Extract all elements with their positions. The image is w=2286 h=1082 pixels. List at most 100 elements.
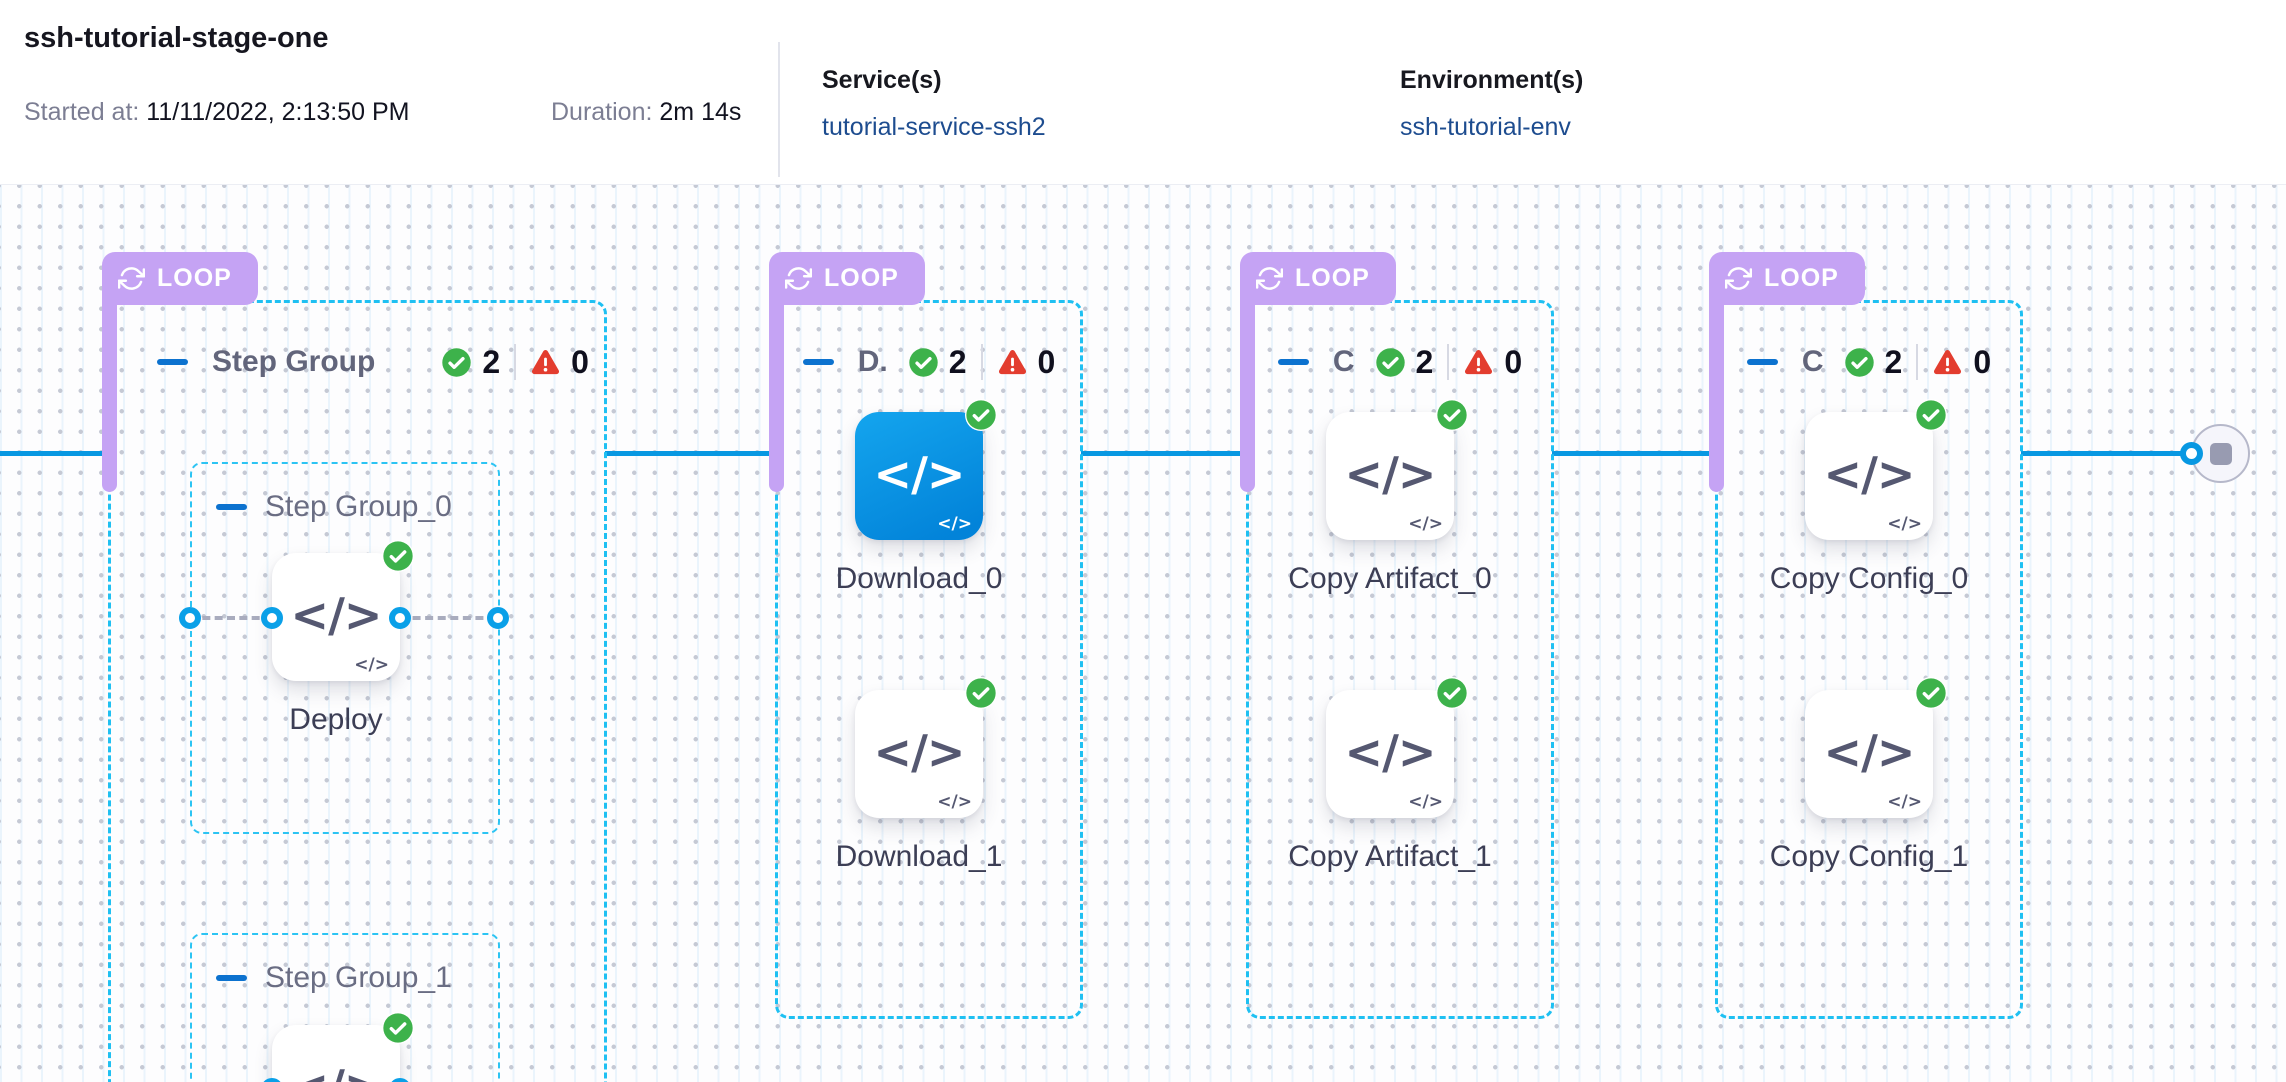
- service-link[interactable]: tutorial-service-ssh2: [822, 113, 1046, 141]
- fail-count: 0: [1037, 343, 1056, 380]
- code-mini-icon: </>: [1408, 792, 1443, 812]
- inner-group-label: Step Group_1: [265, 961, 452, 994]
- started-at: Started at: 11/11/2022, 2:13:50 PM: [24, 98, 409, 127]
- environments-label: Environment(s): [1400, 66, 1584, 94]
- started-at-label: Started at:: [24, 98, 147, 126]
- step-card-step-group-1-child[interactable]: </>: [272, 1012, 414, 1082]
- step-label-deploy: Deploy: [289, 703, 383, 736]
- services-block: Service(s) tutorial-service-ssh2: [822, 66, 1046, 142]
- group-label: Step Group: [212, 345, 376, 378]
- duration-label: Duration:: [551, 98, 660, 126]
- group-label: C: [1332, 345, 1355, 378]
- connector-dot[interactable]: [487, 607, 509, 629]
- loop-icon: [785, 265, 812, 292]
- code-mini-icon: </>: [1887, 514, 1922, 534]
- success-check-icon: [908, 347, 939, 378]
- step-card-deploy[interactable]: </> </>: [272, 540, 414, 681]
- loop-icon: [1256, 265, 1283, 292]
- execution-header: ssh-tutorial-stage-one Started at: 11/11…: [0, 0, 2286, 185]
- started-at-value: 11/11/2022, 2:13:50 PM: [146, 98, 410, 126]
- success-check-icon: [965, 399, 997, 431]
- header-divider: [778, 42, 780, 177]
- stop-square-icon: [2209, 442, 2232, 465]
- count-divider: [1916, 344, 1919, 380]
- status-counts: 2 0: [908, 343, 1056, 381]
- count-divider: [1447, 344, 1450, 380]
- pipeline-line-segment: [1081, 451, 1248, 456]
- code-mini-icon: </>: [937, 792, 972, 812]
- loop-icon: [118, 265, 145, 292]
- step-group-1-box[interactable]: Step Group_1: [190, 933, 500, 1082]
- code-icon: </>: [1344, 446, 1437, 501]
- connector-dot[interactable]: [179, 607, 201, 629]
- loop-badge-label: LOOP: [824, 264, 899, 292]
- loop-group-step-group[interactable]: LOOP Step Group 2 0: [102, 252, 607, 1082]
- success-check-icon: [965, 677, 997, 709]
- success-check-icon: [382, 1012, 414, 1044]
- code-mini-icon: </>: [1408, 514, 1443, 534]
- step-label-copy-config-1: Copy Config_1: [1769, 840, 1969, 873]
- status-counts: 2 0: [1844, 343, 1991, 381]
- step-label-copy-config-0: Copy Config_0: [1769, 562, 1969, 595]
- collapse-minus-icon[interactable]: [1277, 359, 1309, 365]
- step-card-download-0[interactable]: </> </>: [855, 399, 997, 540]
- collapse-minus-icon[interactable]: [216, 504, 247, 510]
- code-mini-icon: </>: [354, 655, 389, 675]
- connector-dot[interactable]: [2180, 442, 2203, 465]
- fail-count: 0: [571, 343, 589, 380]
- step-group-0-box[interactable]: Step Group_0: [190, 462, 500, 834]
- fail-warning-icon: [997, 347, 1028, 378]
- environment-link[interactable]: ssh-tutorial-env: [1400, 113, 1571, 141]
- success-count: 2: [482, 343, 501, 380]
- duration: Duration: 2m 14s: [551, 98, 741, 127]
- code-icon: </>: [873, 446, 966, 501]
- connector-dot[interactable]: [261, 607, 283, 629]
- status-counts: 2 0: [1375, 343, 1523, 381]
- pipeline-line-segment: [0, 451, 110, 456]
- step-label-download-1: Download_1: [835, 840, 1003, 873]
- loop-group-copy-artifact[interactable]: LOOP C 2 0: [1240, 252, 1554, 1019]
- code-mini-icon: </>: [1887, 792, 1922, 812]
- loop-group-download[interactable]: LOOP D. 2 0: [769, 252, 1083, 1019]
- fail-warning-icon: [1463, 347, 1494, 378]
- stage-title: ssh-tutorial-stage-one: [24, 22, 329, 54]
- loop-badge-label: LOOP: [1295, 264, 1370, 292]
- loop-group-copy-config[interactable]: LOOP C 2 0: [1709, 252, 2023, 1019]
- loop-badge-label: LOOP: [157, 264, 232, 292]
- environments-block: Environment(s) ssh-tutorial-env: [1400, 66, 1583, 142]
- pipeline-canvas[interactable]: LOOP Step Group 2 0 Step Group_0 </> </>: [0, 185, 2286, 1082]
- code-icon: </>: [1823, 724, 1916, 779]
- step-card-copy-artifact-0[interactable]: </> </>: [1326, 399, 1468, 540]
- loop-icon: [1725, 265, 1752, 292]
- connector-dash: [400, 616, 496, 620]
- collapse-minus-icon[interactable]: [802, 359, 834, 365]
- code-icon: </>: [873, 724, 966, 779]
- step-label-copy-artifact-1: Copy Artifact_1: [1288, 840, 1492, 873]
- loop-badge-label: LOOP: [1764, 264, 1839, 292]
- duration-value: 2m 14s: [659, 98, 742, 126]
- collapse-minus-icon[interactable]: [157, 359, 188, 365]
- fail-count: 0: [1504, 343, 1523, 380]
- step-card-download-1[interactable]: </> </>: [855, 677, 997, 818]
- success-check-icon: [1436, 677, 1468, 709]
- success-check-icon: [1375, 347, 1406, 378]
- connector-dash: [190, 616, 272, 620]
- step-label-copy-artifact-0: Copy Artifact_0: [1288, 562, 1492, 595]
- success-count: 2: [948, 343, 967, 380]
- success-check-icon: [441, 347, 472, 378]
- loop-badge: LOOP: [769, 252, 925, 305]
- step-label-download-0: Download_0: [835, 562, 1003, 595]
- step-card-copy-artifact-1[interactable]: </> </>: [1326, 677, 1468, 818]
- services-label: Service(s): [822, 66, 942, 94]
- pipeline-line-segment: [605, 451, 777, 456]
- collapse-minus-icon[interactable]: [216, 975, 247, 981]
- code-icon: </>: [1344, 724, 1437, 779]
- collapse-minus-icon[interactable]: [1746, 359, 1778, 365]
- connector-dot[interactable]: [389, 607, 411, 629]
- success-count: 2: [1884, 343, 1903, 380]
- step-card-copy-config-1[interactable]: </> </>: [1805, 677, 1947, 818]
- loop-badge: LOOP: [1240, 252, 1396, 305]
- count-divider: [980, 344, 983, 380]
- status-counts: 2 0: [441, 344, 589, 381]
- step-card-copy-config-0[interactable]: </> </>: [1805, 399, 1947, 540]
